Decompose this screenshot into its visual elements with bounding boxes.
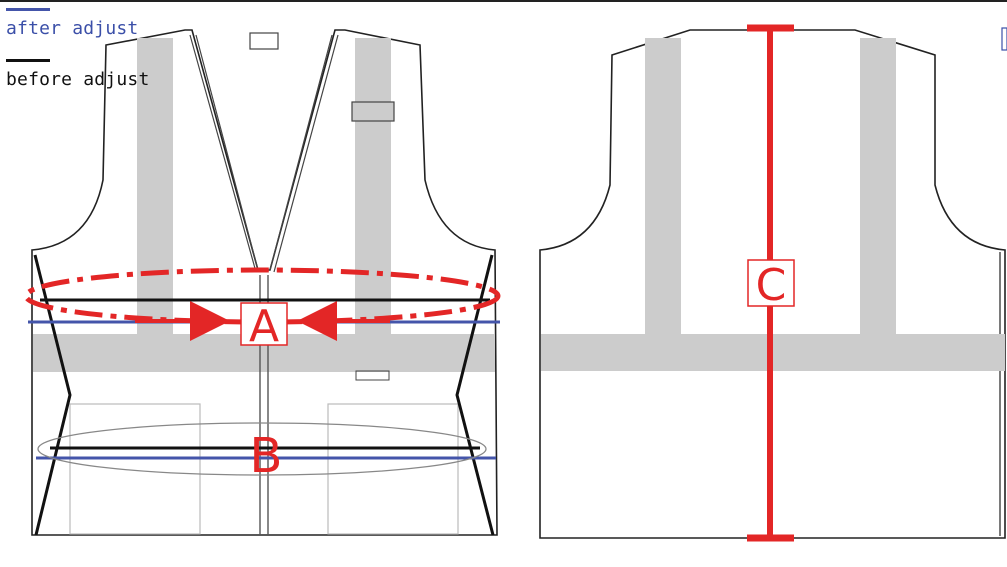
front-left-stripe xyxy=(137,38,173,335)
back-right-stripe xyxy=(860,38,896,334)
label-a-box xyxy=(240,302,288,346)
front-neckline xyxy=(189,34,339,273)
front-vest-outline xyxy=(31,29,498,536)
front-side-adjust-right xyxy=(455,254,495,536)
front-chest-pocket xyxy=(351,101,395,122)
back-vest-outline xyxy=(539,29,1006,539)
front-view: A B xyxy=(23,29,501,536)
top-right-fragment xyxy=(1001,27,1007,51)
legend-after-label: after adjust xyxy=(6,18,139,39)
front-right-stripe xyxy=(355,38,391,335)
legend-before-swatch xyxy=(6,59,50,62)
back-view: C xyxy=(539,24,1006,542)
back-left-stripe xyxy=(645,38,681,334)
label-b: B xyxy=(250,428,283,484)
front-right-pocket xyxy=(327,403,459,535)
label-c-box xyxy=(747,259,795,307)
waist-measure-ellipse xyxy=(37,422,487,476)
front-side-adjust-left xyxy=(33,254,72,536)
front-neck-tab xyxy=(249,32,279,50)
legend-after-swatch xyxy=(6,8,50,11)
label-c: C xyxy=(756,260,787,311)
legend-before-label: before adjust xyxy=(6,69,150,90)
front-small-badge xyxy=(355,370,390,381)
front-left-pocket xyxy=(69,403,201,535)
label-a: A xyxy=(249,301,279,352)
